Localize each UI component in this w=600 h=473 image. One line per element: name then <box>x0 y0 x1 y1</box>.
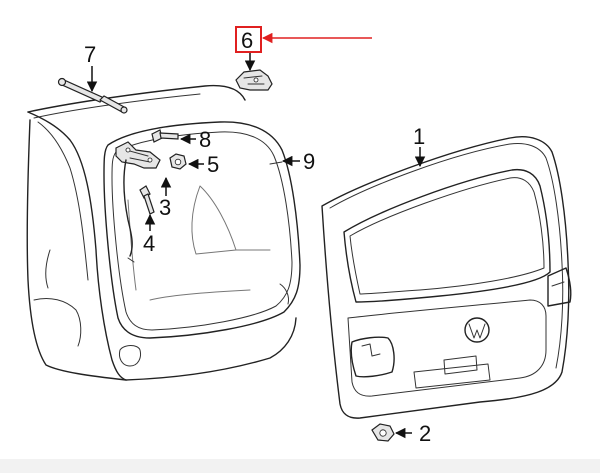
callout-5: 5 <box>207 152 219 177</box>
footer-bar <box>0 459 600 473</box>
cable <box>123 159 135 263</box>
vehicle-body <box>26 84 301 381</box>
callout-3: 3 <box>159 195 171 220</box>
liftgate-part-1 <box>321 136 572 419</box>
bolt-part-8 <box>151 129 179 143</box>
callout-arrows <box>86 32 426 439</box>
callout-9: 9 <box>303 149 315 174</box>
bolt-part-4 <box>139 185 155 215</box>
callout-6: 6 <box>241 28 253 53</box>
callout-4: 4 <box>143 231 155 256</box>
gas-strut-part-7 <box>57 77 128 114</box>
hinge-bracket-part-6 <box>235 69 273 91</box>
callout-7: 7 <box>84 42 96 67</box>
callout-8: 8 <box>199 127 211 152</box>
nut-part-2 <box>371 423 395 442</box>
callout-2: 2 <box>419 421 431 446</box>
weatherstrip-part-9 <box>269 161 283 165</box>
callout-1: 1 <box>413 124 425 149</box>
highlight-box <box>235 26 262 53</box>
hinge-part-3 <box>115 141 161 169</box>
nut-part-5 <box>169 153 187 170</box>
